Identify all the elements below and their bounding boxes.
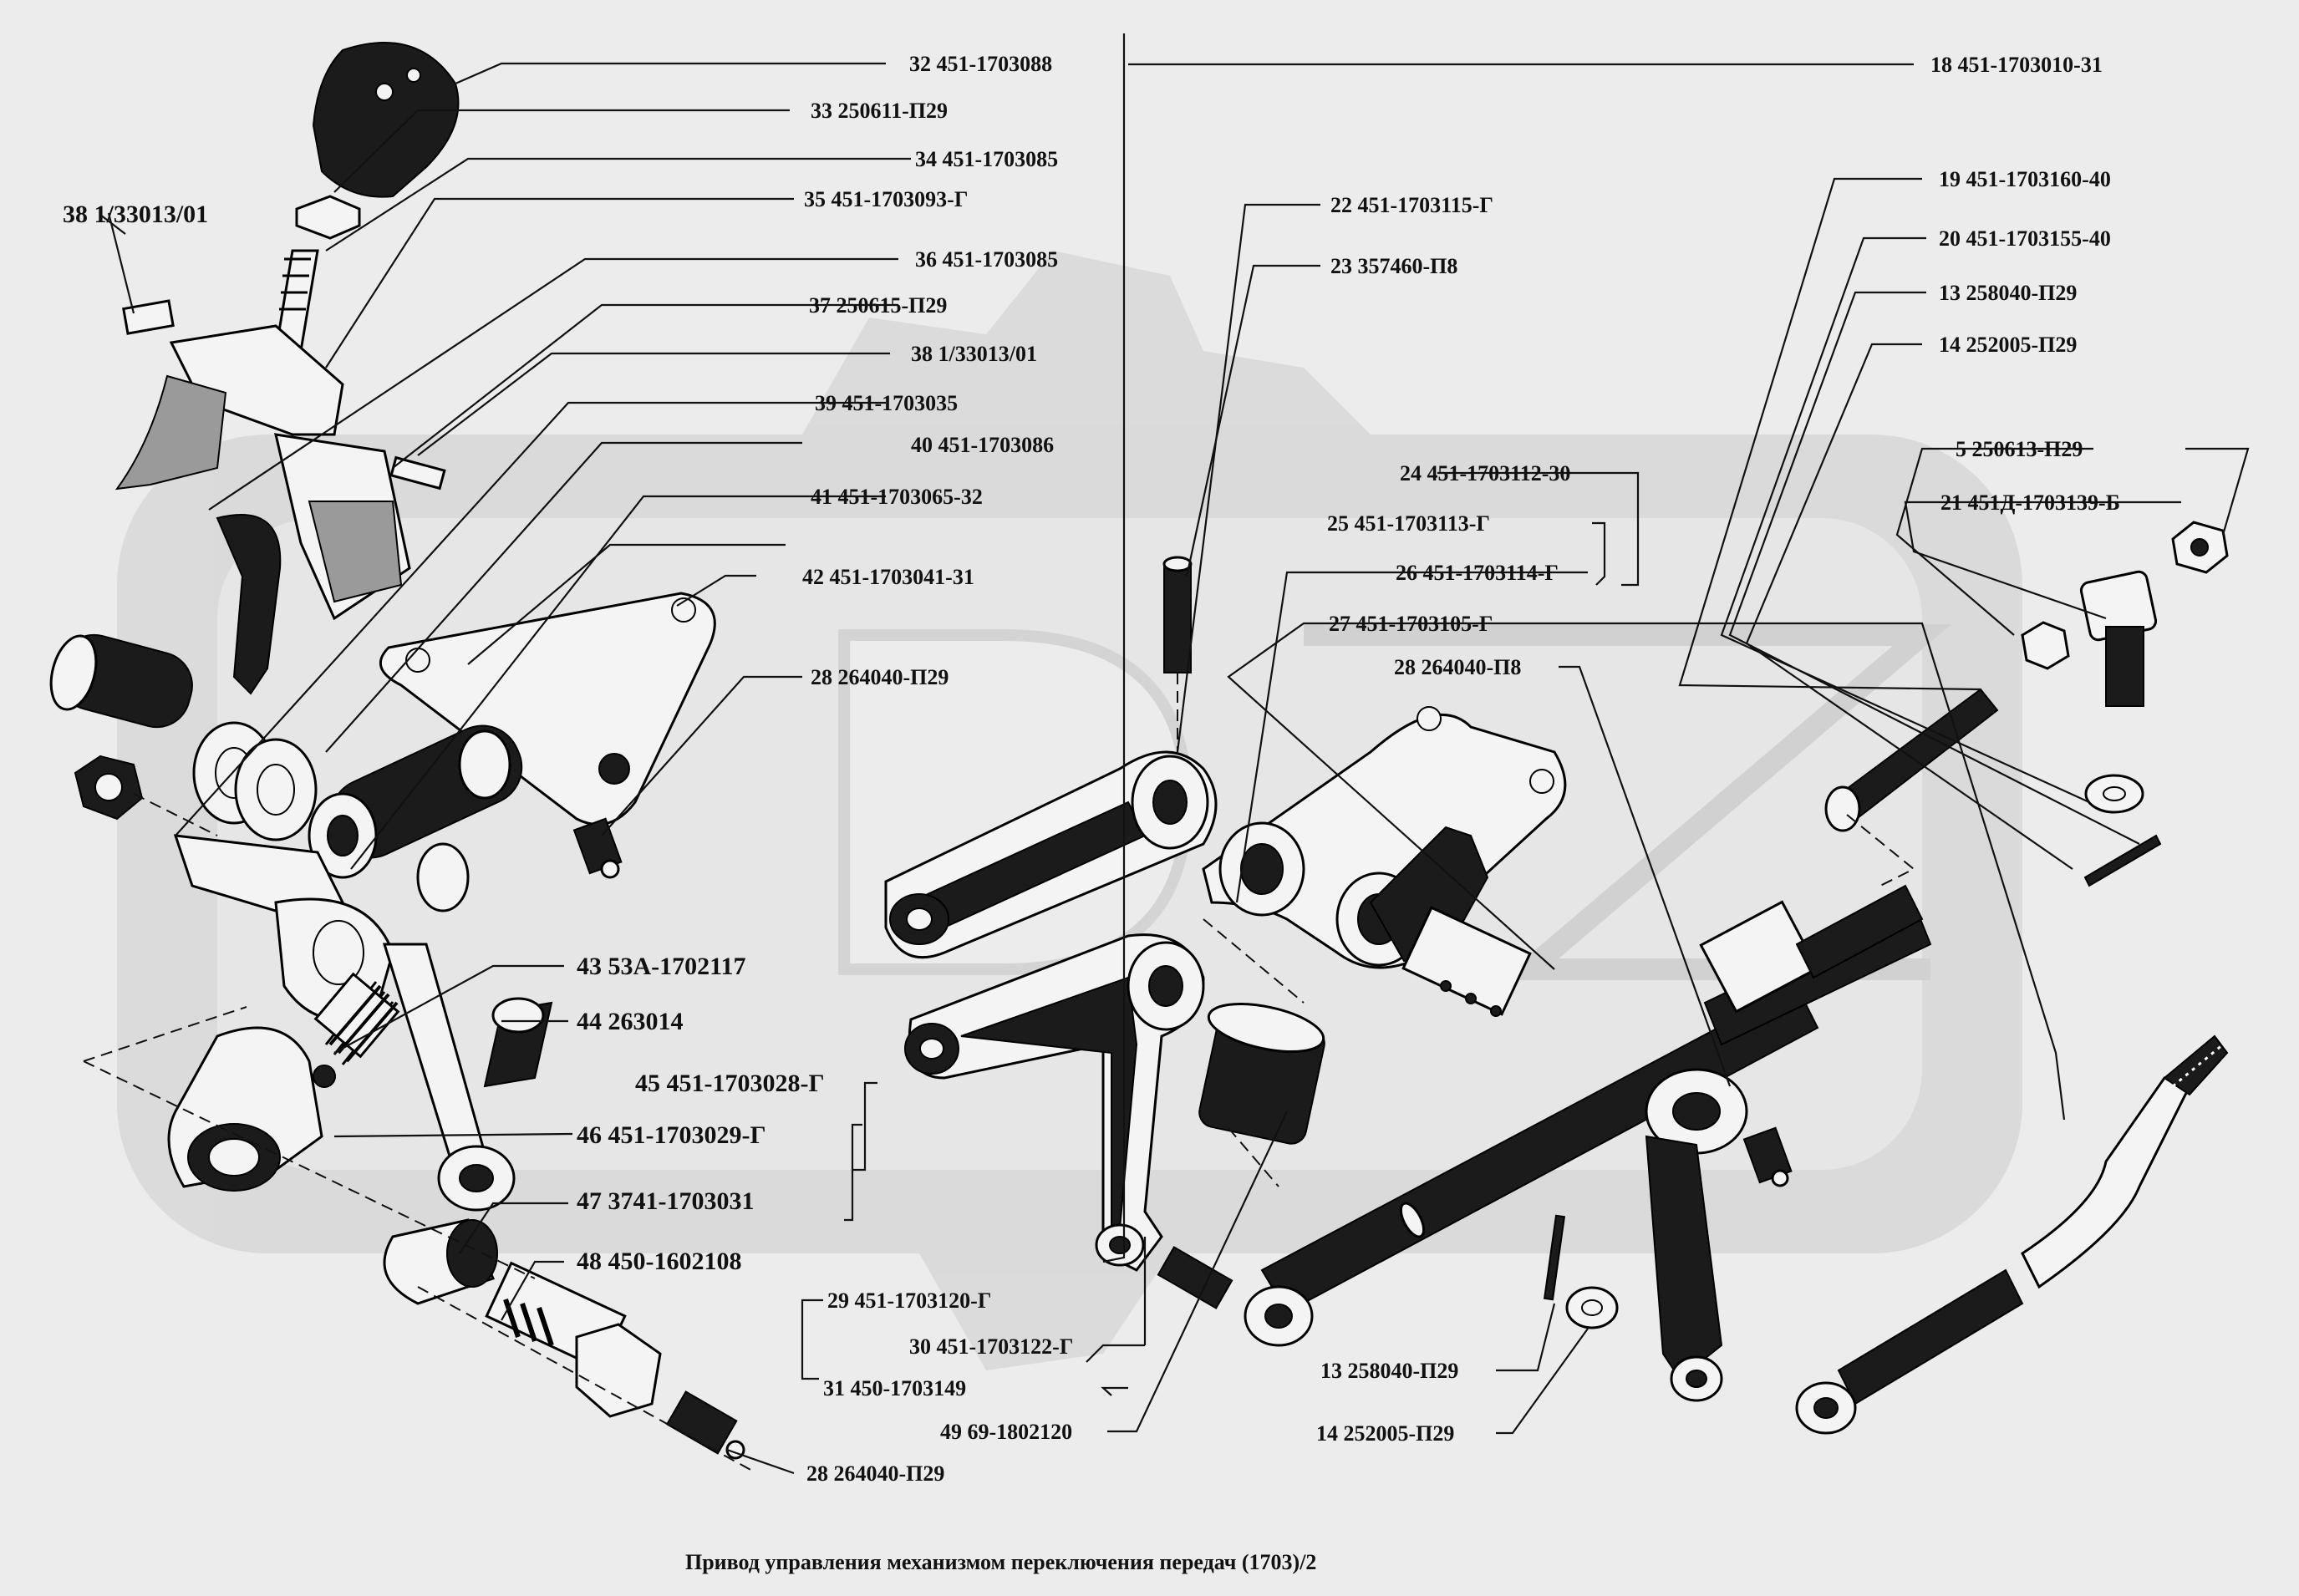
lever-29 bbox=[904, 933, 1205, 1272]
label-24: 24 451-1703112-30 bbox=[1400, 461, 1570, 485]
callout-labels: 32 451-1703088 33 250611-П29 34 451-1703… bbox=[63, 52, 2120, 1486]
lever-22 bbox=[884, 750, 1218, 959]
pin-23 bbox=[1162, 556, 1193, 673]
label-48: 48 450-1602108 bbox=[577, 1248, 742, 1275]
bracket-36 bbox=[274, 433, 411, 621]
label-32: 32 451-1703088 bbox=[909, 52, 1052, 76]
cotter-pin-13a bbox=[2083, 834, 2162, 887]
label-27: 27 451-1703105-Г bbox=[1329, 612, 1493, 636]
lever-housing bbox=[114, 324, 344, 490]
shaft-24 bbox=[1401, 906, 1532, 1017]
label-45: 45 451-1703028-Г bbox=[635, 1070, 825, 1097]
label-23: 23 357460-П8 bbox=[1330, 254, 1457, 278]
grease-fitting-28c bbox=[1742, 1126, 1793, 1187]
label-41: 41 451-1703065-32 bbox=[811, 485, 983, 509]
label-49: 49 69-1802120 bbox=[940, 1420, 1072, 1444]
rod-20 bbox=[1795, 1034, 2229, 1435]
washer-14b bbox=[1565, 1286, 1619, 1329]
label-5: 5 250613-П29 bbox=[1956, 437, 2083, 461]
label-43: 43 53А-1702117 bbox=[577, 953, 746, 980]
label-42: 42 451-1703041-31 bbox=[802, 565, 974, 589]
label-36: 36 451-1703085 bbox=[915, 247, 1058, 272]
pin-31 bbox=[1157, 1246, 1233, 1309]
grease-fitting-28a bbox=[572, 817, 623, 879]
rod-19 bbox=[1824, 688, 1999, 832]
label-14a: 14 252005-П29 bbox=[1939, 333, 2077, 357]
bolt-38 bbox=[122, 299, 175, 335]
label-14b: 14 252005-П29 bbox=[1316, 1421, 1454, 1446]
shaft-assembly-left bbox=[308, 724, 523, 912]
label-37: 37 250615-П29 bbox=[809, 293, 947, 318]
label-28a: 28 264040-П29 bbox=[811, 665, 949, 689]
diagram-title: Привод управления механизмом переключени… bbox=[685, 1550, 1316, 1574]
label-38a: 38 1/33013/01 bbox=[63, 201, 208, 228]
label-19: 19 451-1703160-40 bbox=[1939, 167, 2111, 191]
label-46: 46 451-1703029-Г bbox=[577, 1121, 766, 1149]
label-38b: 38 1/33013/01 bbox=[911, 342, 1037, 366]
bolt-48 bbox=[485, 1261, 662, 1418]
label-40: 40 451-1703086 bbox=[911, 433, 1054, 457]
label-20: 20 451-1703155-40 bbox=[1939, 226, 2111, 251]
label-34: 34 451-1703085 bbox=[915, 147, 1058, 171]
label-13a: 13 258040-П29 bbox=[1939, 281, 2077, 305]
label-30: 30 451-1703122-Г bbox=[909, 1334, 1073, 1359]
spring-43 bbox=[313, 972, 400, 1065]
bushing-49 bbox=[1198, 1003, 1325, 1145]
label-22: 22 451-1703115-Г bbox=[1330, 193, 1493, 217]
label-31: 31 450-1703149 bbox=[823, 1376, 966, 1400]
main-shaft-18 bbox=[1244, 884, 1932, 1347]
rod-45 bbox=[382, 943, 553, 1212]
grease-fitting-28b bbox=[665, 1390, 745, 1460]
label-47: 47 3741-1703031 bbox=[577, 1187, 755, 1215]
alignment-lines bbox=[83, 673, 1915, 1471]
ball-44 bbox=[313, 1065, 336, 1088]
label-28b: 28 264040-П29 bbox=[806, 1461, 944, 1486]
label-26: 26 451-1703114-Г bbox=[1396, 561, 1559, 585]
label-35: 35 451-1703093-Г bbox=[804, 187, 968, 211]
nut-5 bbox=[2171, 521, 2229, 574]
label-18: 18 451-1703010-31 bbox=[1930, 53, 2103, 77]
nut-33 bbox=[295, 195, 361, 240]
lever-27 bbox=[1645, 1068, 1748, 1402]
washer-14a bbox=[2084, 774, 2144, 814]
label-21: 21 451Д-1703139-Б bbox=[1940, 490, 2120, 515]
label-44: 44 263014 bbox=[577, 1008, 684, 1035]
lever-46 bbox=[167, 1026, 323, 1192]
bushing-left bbox=[49, 633, 193, 729]
lever-stem bbox=[216, 514, 282, 695]
label-33: 33 250611-П29 bbox=[811, 99, 948, 123]
gear-knob bbox=[312, 42, 460, 198]
bushing-47 bbox=[383, 1218, 498, 1305]
nut-left bbox=[74, 755, 144, 821]
label-13b: 13 258040-П29 bbox=[1320, 1359, 1458, 1383]
cotter-pin-13b bbox=[1543, 1214, 1566, 1301]
washer-rings bbox=[192, 721, 318, 841]
label-29: 29 451-1703120-Г bbox=[827, 1288, 991, 1313]
label-28c: 28 264040-П8 bbox=[1394, 655, 1521, 679]
pin-21 bbox=[2021, 570, 2158, 707]
label-25: 25 451-1703113-Г bbox=[1327, 511, 1490, 536]
label-39: 39 451-1703035 bbox=[815, 391, 958, 415]
leader-lines bbox=[99, 33, 2250, 1475]
